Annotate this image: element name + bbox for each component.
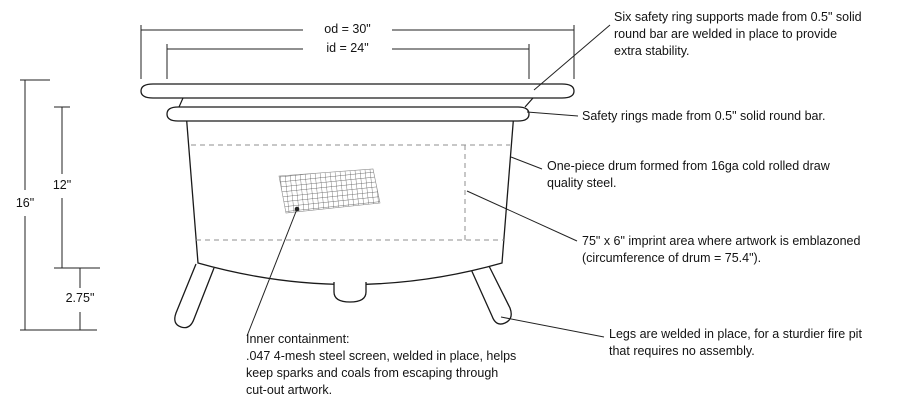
- leader-lines: [246, 24, 611, 338]
- annotation-ring-supports: Six safety ring supports made from 0.5" …: [614, 10, 862, 58]
- imprint-area-dashed-lines: [191, 144, 510, 241]
- rim-shape: [140, 83, 575, 99]
- safety-ring-shape: [166, 106, 530, 122]
- rim-to-ring-lines: [178, 97, 534, 108]
- leg-height-label: 2.75": [65, 291, 95, 305]
- dimension-lines: [20, 25, 575, 331]
- annotation-inner-containment: Inner containment: .047 4-mesh steel scr…: [246, 332, 517, 397]
- left-leg-shape: [174, 263, 215, 329]
- right-leg-shape: [469, 263, 512, 325]
- annotation-drum: One-piece drum formed from 16ga cold rol…: [547, 159, 830, 190]
- imprint-leader: [466, 190, 578, 242]
- safety-rings-leader: [526, 111, 579, 117]
- legs-leader: [500, 316, 605, 338]
- inner-diameter-label: id = 24": [326, 41, 369, 55]
- legs-group: [174, 263, 512, 329]
- od-dimension-line: [140, 25, 575, 79]
- annotation-safety-rings: Safety rings made from 0.5" solid round …: [582, 109, 826, 123]
- containment-leader: [246, 208, 298, 337]
- annotation-imprint: 75" x 6" imprint area where artwork is e…: [582, 234, 861, 265]
- id-dimension-line: [166, 44, 530, 79]
- front-leg-shape: [333, 282, 367, 303]
- ring-supports-leader: [533, 24, 611, 91]
- drum-height-dimension-line: [54, 106, 100, 269]
- drum-height-label: 12": [52, 178, 72, 192]
- containment-leader-dot: [294, 206, 300, 212]
- drum-leader: [510, 156, 543, 170]
- total-height-label: 16": [15, 196, 35, 210]
- total-height-dimension-line: [20, 79, 97, 331]
- mesh-screen: [278, 168, 381, 214]
- annotation-legs: Legs are welded in place, for a sturdier…: [609, 327, 862, 358]
- outer-diameter-label: od = 30": [324, 22, 371, 36]
